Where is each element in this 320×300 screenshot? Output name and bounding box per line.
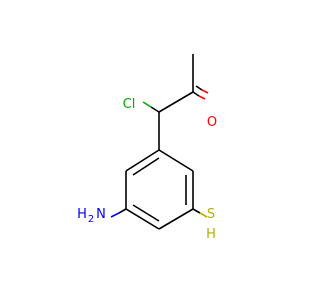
chlorine-label: Cl [123, 97, 136, 112]
oxygen-label: O [207, 115, 217, 130]
amine-subscript-label: 2 [88, 214, 94, 225]
ring-bond-c3-c4 [158, 208, 194, 230]
amine-hydrogen-label: H [77, 207, 87, 222]
bond-chcl-cl-carbon-half [150, 106, 160, 113]
bond-chcl-carbonyl [158, 91, 194, 113]
bond-carbonyl-o-1-atom-half [198, 95, 206, 100]
molecule-structure: Cl O H 2 N S H [77, 54, 217, 242]
bond-chcl-cl-atom-half [142, 101, 152, 108]
bonds [110, 54, 209, 230]
ring-bond-c1-c2 [158, 149, 194, 172]
ring-bond-c4-c5 [125, 208, 160, 230]
amine-nitrogen-label: N [96, 207, 106, 222]
ring-bond-c4-c5-inner [132, 204, 160, 222]
thiol-hydrogen-label: H [206, 227, 216, 242]
sulfur-label: S [207, 207, 215, 222]
bond-carbonyl-o-2-atom-half [201, 89, 209, 94]
ring-bond-c6-c1-inner [132, 157, 160, 176]
bond-ring-n-atom-half [110, 212, 120, 218]
bond-ring-n-carbon-half [118, 208, 127, 214]
bond-ring-s-atom-half [199, 212, 208, 218]
ring-bond-c6-c1 [125, 149, 160, 172]
bond-carbonyl-o-1-carbon-half [192, 91, 200, 97]
atom-labels: Cl O H 2 N S H [77, 97, 217, 242]
bond-ring-s-carbon-half [192, 208, 201, 214]
bond-carbonyl-o-2-carbon-half [195, 85, 203, 91]
